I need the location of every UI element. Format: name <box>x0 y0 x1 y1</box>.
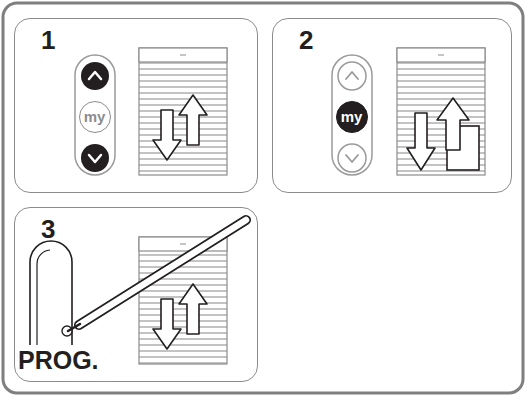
blind <box>397 48 485 175</box>
button-label: my <box>84 109 106 124</box>
pen <box>68 220 246 331</box>
remote-back <box>30 241 72 345</box>
step-panel: 2 my <box>272 18 512 193</box>
step-number: 2 <box>299 27 313 53</box>
button-label: my <box>341 109 363 124</box>
step-number: 1 <box>41 27 55 53</box>
my-button: my <box>336 101 368 133</box>
step-number: 3 <box>41 216 55 242</box>
blind <box>139 48 227 175</box>
my-button: my <box>79 101 111 133</box>
step-panel: 1 my <box>14 18 258 193</box>
remote-front <box>332 55 372 175</box>
button-label: PROG. <box>18 348 99 373</box>
outer-frame <box>3 3 523 393</box>
remote-front <box>75 55 115 175</box>
